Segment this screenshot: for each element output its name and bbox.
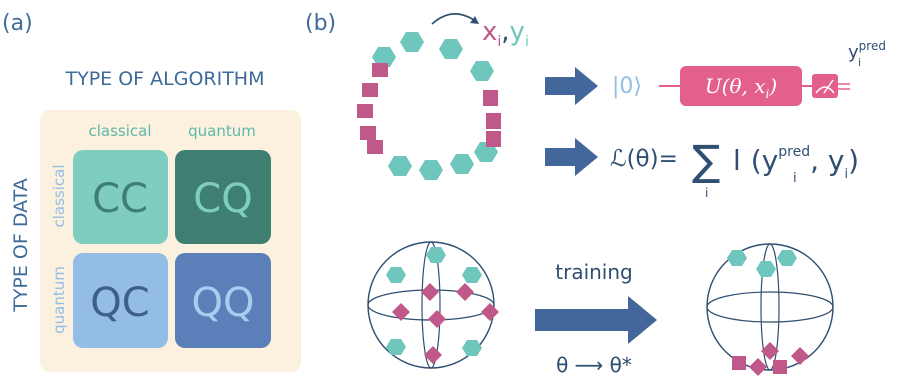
cell-qq-label: QQ <box>192 280 255 326</box>
cell-cq <box>175 150 271 244</box>
diamond-marker <box>791 347 809 365</box>
square-marker <box>372 63 388 77</box>
panel-b-label: (b) <box>305 11 336 36</box>
hexagon-marker <box>386 339 406 355</box>
training-label: training <box>555 260 632 284</box>
hexagon-marker <box>777 250 797 266</box>
loss-pred-sub: i <box>793 171 797 186</box>
square-marker <box>357 104 373 118</box>
data-axis-title: TYPE OF DATA <box>10 178 32 313</box>
arrow-to-loss <box>545 138 598 176</box>
loss-lhs: ℒ(θ)= <box>610 146 678 172</box>
unitary-label: U(θ, xi) <box>705 74 777 101</box>
cell-cc-label: CC <box>92 176 148 222</box>
sphere-meridian <box>421 241 441 369</box>
square-marker <box>486 131 501 147</box>
hexagon-marker <box>426 247 446 263</box>
sum-index: i <box>705 186 708 200</box>
square-marker <box>360 126 376 140</box>
diamond-marker <box>392 303 410 321</box>
cell-qc <box>73 253 168 348</box>
hexagon-marker <box>462 340 482 356</box>
cell-cq-label: CQ <box>193 176 252 222</box>
prediction-sub: i <box>858 56 861 69</box>
square-marker <box>486 113 501 129</box>
hexagon-marker <box>419 160 443 180</box>
square-marker <box>773 360 787 374</box>
bloch-sphere-before <box>367 241 499 369</box>
measure-icon <box>815 79 835 94</box>
hexagon-marker <box>372 47 396 67</box>
data-ring <box>357 32 501 180</box>
theta-update: θ ⟶ θ* <box>556 353 632 377</box>
diamond-marker <box>481 303 499 321</box>
square-marker <box>362 83 378 97</box>
sphere-equator <box>706 291 834 323</box>
square-marker <box>367 140 383 154</box>
diamond-marker <box>421 283 439 301</box>
diamond-marker <box>749 358 767 376</box>
diamond-marker <box>761 342 779 360</box>
curved-arrow-head <box>470 16 479 24</box>
hexagon-marker <box>462 267 482 283</box>
hexagon-marker <box>727 250 747 266</box>
data-pair: xi,yi <box>482 17 529 50</box>
sphere-meridian <box>760 243 780 371</box>
ket-zero: |0⟩ <box>612 74 642 99</box>
row-label-quantum: quantum <box>50 266 68 334</box>
cell-qq <box>175 253 271 348</box>
hexagon-marker <box>386 267 406 283</box>
bloch-sphere-after <box>706 243 834 376</box>
hexagon-marker <box>756 261 776 277</box>
sum-symbol: ∑ <box>692 136 720 185</box>
measure-box <box>812 74 838 98</box>
arrow-to-circuit <box>545 67 598 105</box>
cell-cc <box>73 150 168 244</box>
loss-rhs: l(ypred, yi) <box>733 144 859 182</box>
hexagon-marker <box>400 32 424 52</box>
algorithm-axis-title: TYPE OF ALGORITHM <box>65 68 265 90</box>
col-label-quantum: quantum <box>188 122 256 140</box>
cell-qc-label: QC <box>90 280 149 326</box>
unitary-gate <box>680 66 802 106</box>
curved-arrow <box>431 13 475 25</box>
hexagon-marker <box>450 154 474 174</box>
diamond-marker <box>456 283 474 301</box>
panel-a-label: (a) <box>2 11 33 36</box>
square-marker <box>732 356 746 370</box>
square-marker <box>483 90 498 106</box>
col-label-classical: classical <box>88 122 151 140</box>
prediction-label: ypred <box>848 39 886 63</box>
hexagon-marker <box>388 156 412 176</box>
diamond-marker <box>424 346 442 364</box>
diamond-marker <box>428 310 446 328</box>
hexagon-marker <box>439 39 463 59</box>
row-label-classical: classical <box>50 164 68 227</box>
hexagon-marker <box>470 61 494 81</box>
training-arrow <box>535 296 657 344</box>
